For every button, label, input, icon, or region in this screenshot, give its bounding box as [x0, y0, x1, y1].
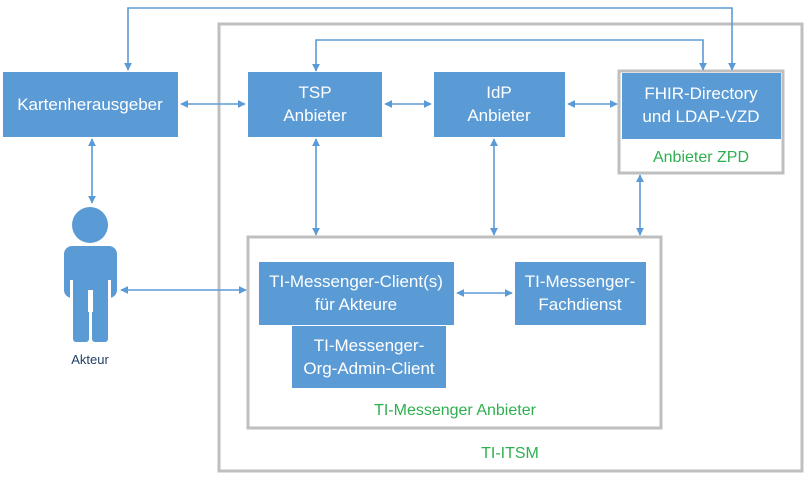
node-orgadmin-line1: TI-Messenger- — [314, 336, 425, 355]
node-idp-line2: Anbieter — [467, 106, 531, 125]
node-orgadmin-line2: Org-Admin-Client — [303, 359, 435, 378]
group-label-anbieter-zpd: Anbieter ZPD — [653, 149, 749, 166]
node-fhir-directory: FHIR-Directory und LDAP-VZD — [622, 73, 781, 139]
connector-kartenherausgeber-fhir — [124, 7, 736, 71]
person-icon — [64, 207, 117, 342]
node-tsp-anbieter: TSP Anbieter — [248, 72, 382, 137]
node-fhir-line2: und LDAP-VZD — [642, 107, 759, 126]
node-messenger-fachdienst: TI-Messenger- Fachdienst — [515, 262, 646, 325]
node-org-admin-client: TI-Messenger- Org-Admin-Client — [292, 326, 446, 388]
connector-tsp-fhir — [312, 39, 707, 72]
node-fachdienst-line1: TI-Messenger- — [525, 272, 636, 291]
node-kartenherausgeber-label: Kartenherausgeber — [17, 95, 163, 114]
node-idp-line1: IdP — [486, 83, 512, 102]
actor-label: Akteur — [71, 352, 109, 367]
ti-itsm-frame — [217, 22, 804, 473]
node-messenger-client: TI-Messenger-Client(s) für Akteure — [259, 262, 454, 325]
node-idp-anbieter: IdP Anbieter — [434, 72, 565, 137]
group-label-messenger-anbieter: TI-Messenger Anbieter — [374, 402, 537, 419]
group-label-ti-itsm: TI-ITSM — [481, 445, 539, 462]
node-client-line1: TI-Messenger-Client(s) — [269, 272, 443, 291]
node-tsp-line1: TSP — [298, 83, 331, 102]
node-fachdienst-line2: Fachdienst — [538, 295, 621, 314]
node-fhir-line1: FHIR-Directory — [644, 84, 758, 103]
messenger-anbieter-frame — [246, 235, 663, 430]
node-client-line2: für Akteure — [315, 295, 397, 314]
node-tsp-line2: Anbieter — [283, 106, 347, 125]
node-kartenherausgeber: Kartenherausgeber — [3, 72, 178, 137]
